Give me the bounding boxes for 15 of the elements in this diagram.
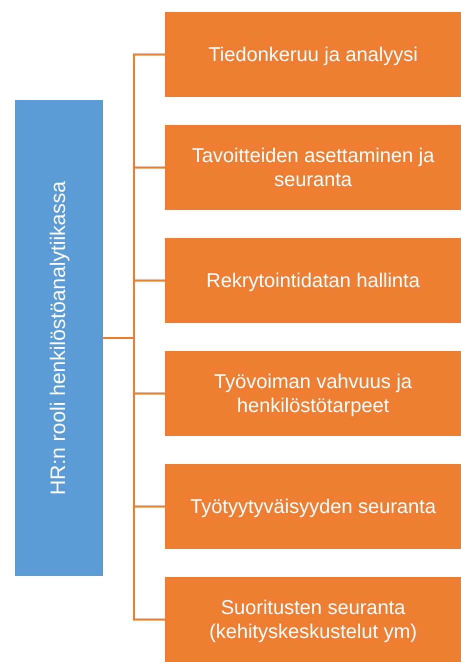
item-box <box>165 577 461 662</box>
item-text: Tiedonkeruu ja analyysi <box>208 42 418 66</box>
category-box <box>15 100 103 576</box>
item-text: Tavoitteiden asettaminen ja seuranta <box>190 144 436 192</box>
item-box <box>165 12 461 97</box>
item-box <box>165 238 461 323</box>
category-title: HR:n rooli henkilöstöanalytiikassa <box>46 180 71 497</box>
item-text: Rekrytointidatan hallinta <box>206 268 420 292</box>
item-box <box>165 351 461 436</box>
item-text: Työtyytyväisyyden seuranta <box>190 494 436 518</box>
item-text: Suoritusten seuranta (kehityskeskustelut ym) <box>208 596 418 644</box>
item-text: Työvoiman vahvuus ja henkilöstötarpeet <box>213 370 413 418</box>
connector-line <box>103 337 165 620</box>
item-box <box>165 464 461 549</box>
item-box <box>165 125 461 210</box>
